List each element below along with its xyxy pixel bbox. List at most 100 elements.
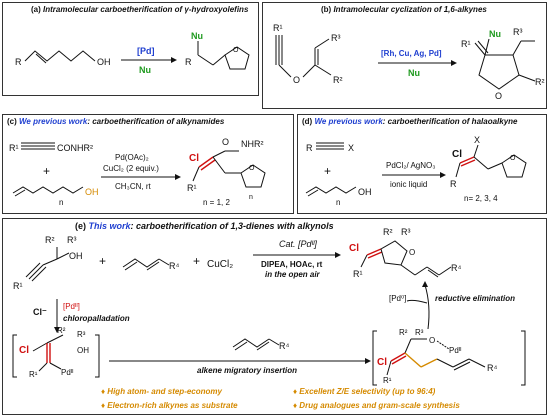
svg-text:O: O (510, 155, 516, 162)
panel-c-r1: R¹ (9, 143, 19, 153)
panel-e-prod-o: O (409, 248, 415, 257)
panel-e-scheme: R² R³ OH R¹ + R⁴ + CuCl₂ Cat. [Pdᴵᴵ] DIP… (12, 227, 526, 386)
panel-e-int2-r3: R³ (415, 328, 424, 337)
panel-d-cond2: ionic liquid (390, 180, 427, 189)
panel-d-n-values: n= 2, 3, 4 (464, 194, 498, 203)
panel-e-sm-r3: R³ (67, 235, 77, 245)
panel-b-r2: R² (333, 75, 343, 85)
panel-b-nu: Nu (408, 68, 420, 78)
panel-e-plus2: + (193, 254, 200, 268)
panel-a-product-r: R (185, 57, 192, 67)
panel-c-product-n: n (249, 194, 253, 201)
panel-a-scheme: R OH [Pd] Nu Nu R O (15, 31, 250, 75)
panel-e-plus1: + (99, 254, 106, 268)
panel-d: (d) We previous work: carboetherificatio… (297, 114, 547, 214)
panel-c-title: (c) We previous work: carboetherificatio… (7, 117, 225, 126)
panel-c-n-values: n = 1, 2 (203, 198, 230, 207)
panel-b-r3: R³ (331, 33, 341, 43)
panel-e-cond1: DIPEA, HOAc, rt (261, 260, 323, 269)
panel-b-title: (b) Intramolecular cyclization of 1,6-al… (321, 5, 487, 14)
svg-text:O: O (249, 165, 255, 172)
panel-b-product-o: O (495, 91, 502, 101)
panel-e-pd0: [Pd⁰] (389, 294, 406, 303)
panel-e-int1-r3: R³ (77, 330, 86, 339)
panel-e-int1-pd: Pdᴵᴵ (61, 368, 73, 377)
panel-b-o: O (293, 75, 300, 85)
panel-d-plus: + (324, 164, 331, 178)
panel-e-int2-cl: Cl (377, 357, 387, 368)
panel-d-scheme: R X + n OH PdCl₂/ AgNO₃ ionic liquid Cl … (305, 135, 527, 207)
panel-e-prod-r1: R¹ (353, 269, 363, 279)
panel-e-pd-label: [Pdᴵᴵ] (63, 302, 80, 311)
panel-e-sm-r2: R² (45, 235, 55, 245)
panel-c-oh: OH (85, 187, 99, 197)
panel-e-int2-r2: R² (399, 328, 408, 337)
panel-b-product-r3: R³ (513, 27, 523, 37)
panel-e-insertion-r4: R⁴ (279, 341, 289, 351)
panel-c-cl: Cl (189, 153, 199, 164)
panel-e-title: (e) This work: carboetherification of 1,… (75, 221, 334, 231)
panel-c-amide: CONHR² (57, 143, 93, 153)
panel-e-int1-cl: Cl (19, 345, 29, 356)
panel-e-prod-cl: Cl (349, 243, 359, 254)
panel-c-product-r1: R¹ (187, 183, 197, 193)
panel-e-cond2: in the open air (265, 270, 321, 279)
svg-text:O: O (233, 47, 239, 54)
panel-d-r: R (306, 143, 313, 153)
panel-d-title: (d) We previous work: carboetherificatio… (302, 117, 518, 126)
panel-b-product-r1: R¹ (461, 39, 471, 49)
panel-d-cond1: PdCl₂/ AgNO₃ (386, 161, 436, 170)
panel-e-int2-r1: R¹ (383, 376, 392, 385)
panel-e-cucl2: CuCl₂ (207, 259, 233, 270)
panel-b-scheme: R¹ O R³ R² [Rh, Cu, Ag, Pd] Nu R¹ Nu R³ … (273, 23, 545, 101)
panel-e-sm-r1: R¹ (13, 281, 23, 291)
panel-d-product-r: R (450, 179, 457, 189)
panel-b-catalysts: [Rh, Cu, Ag, Pd] (381, 49, 442, 58)
panel-a-oh: OH (97, 57, 111, 67)
panel-c-cond3: CH₃CN, rt (115, 182, 151, 191)
panel-b-product-nu: Nu (489, 29, 501, 39)
panel-e-int2-pd: Pdᴵᴵ (449, 346, 461, 355)
panel-e-cat: Cat. [Pdᴵᴵ] (279, 239, 317, 249)
panel-a-catalyst: [Pd] (137, 46, 155, 56)
panel-e-chloropalladation: chloropalladation (63, 314, 130, 323)
panel-c-cond2: CuCl₂ (2 equiv.) (103, 164, 159, 173)
panel-a-r: R (15, 57, 22, 67)
panel-e-prod-r3: R³ (401, 227, 411, 237)
feature-4: ♦ Drug analogues and gram-scale synthesi… (293, 401, 460, 410)
panel-b-product-r2: R² (535, 77, 545, 87)
panel-e-int1-oh: OH (77, 346, 89, 355)
panel-a-nu: Nu (139, 65, 151, 75)
panel-e-int1-r2: R² (57, 326, 66, 335)
panel-c-product-nhr: NHR² (241, 139, 264, 149)
feature-2: ♦ Excellent Z/E selectivity (up to 96:4) (293, 387, 436, 396)
panel-d-n: n (336, 198, 340, 207)
panel-e-insertion: alkene migratory insertion (197, 366, 297, 375)
panel-b: (b) Intramolecular cyclization of 1,6-al… (262, 2, 547, 109)
panel-e-prod-r2: R² (383, 227, 393, 237)
panel-e-diene-r4: R⁴ (169, 261, 179, 271)
panel-e-int2-r4: R⁴ (487, 363, 497, 373)
panel-d-product-x: X (474, 135, 480, 145)
panel-e-cl-minus: Cl⁻ (33, 307, 47, 317)
panel-c-plus: + (43, 164, 50, 178)
panel-c-n: n (59, 198, 63, 207)
panel-a: (a) Intramolecular carboetherification o… (2, 2, 259, 96)
panel-c-cond1: Pd(OAc)₂ (115, 153, 149, 162)
panel-e-int2-o: O (429, 336, 435, 345)
feature-3: ♦ Electron-rich alkynes as substrate (101, 401, 238, 410)
panel-a-title: (a) Intramolecular carboetherification o… (31, 5, 249, 14)
panel-b-r1: R¹ (273, 23, 283, 33)
panel-a-product-nu: Nu (191, 31, 203, 41)
panel-c: (c) We previous work: carboetherificatio… (2, 114, 294, 214)
panel-e-reductive-elimination: reductive elimination (435, 294, 515, 303)
panel-e-sm-oh: OH (69, 251, 83, 261)
panel-c-product-o: O (222, 137, 229, 147)
panel-c-scheme: R¹ CONHR² + n OH Pd(OAc)₂ CuCl₂ (2 equiv… (9, 137, 266, 207)
panel-d-oh: OH (358, 187, 372, 197)
feature-1: ♦ High atom- and step-economy (101, 387, 222, 396)
panel-e-int1-r1: R¹ (29, 370, 38, 379)
panel-d-x: X (348, 143, 354, 153)
panel-d-cl: Cl (452, 149, 462, 160)
panel-e-prod-r4: R⁴ (451, 263, 461, 273)
